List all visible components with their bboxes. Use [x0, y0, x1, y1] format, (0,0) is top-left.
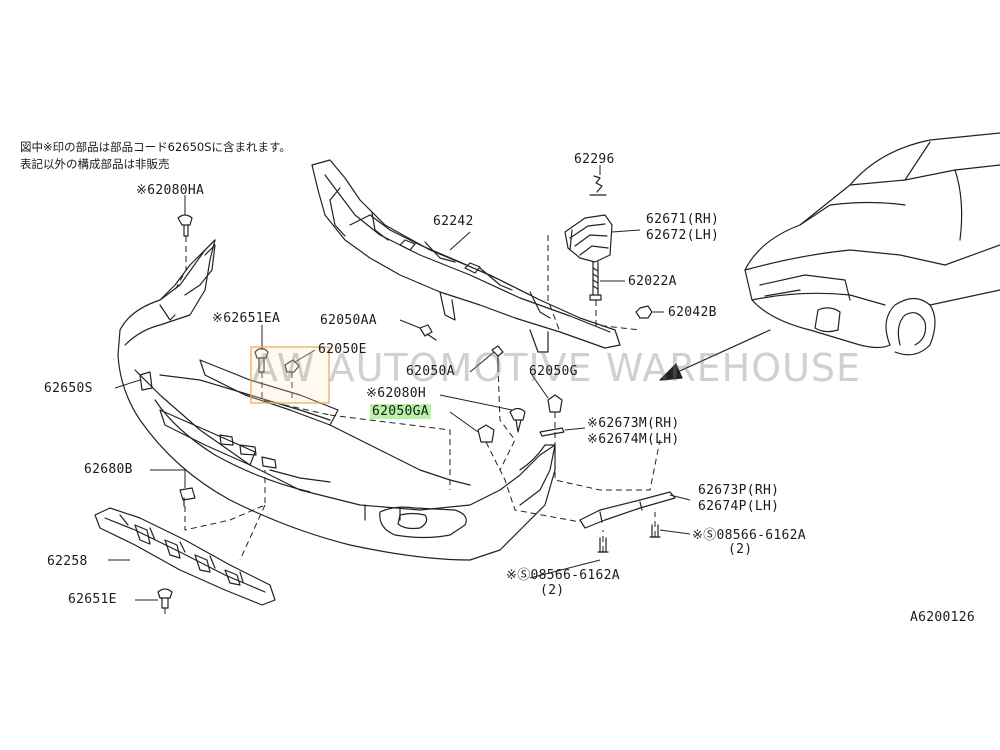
label-62080HA[interactable]: ※62080HA	[136, 183, 205, 198]
label-62651E[interactable]: 62651E	[68, 592, 117, 607]
watermark-mark: AW	[252, 346, 316, 390]
label-62050GA-highlighted[interactable]: 62050GA	[370, 404, 431, 419]
note-not-sold-separately: 表記以外の構成部品は非販売	[20, 157, 170, 171]
watermark-text: AUTOMOTIVE WAREHOUSE	[328, 346, 862, 390]
label-62080H[interactable]: ※62080H	[366, 386, 426, 401]
label-62258[interactable]: 62258	[47, 554, 88, 569]
label-62242[interactable]: 62242	[433, 214, 474, 229]
label-62672[interactable]: 62672(LH)	[646, 228, 720, 243]
label-62674M[interactable]: ※62674M(LH)	[587, 432, 680, 447]
label-62050E[interactable]: 62050E	[318, 342, 367, 357]
bracket-62671	[564, 175, 653, 319]
label-62673P[interactable]: 62673P(RH)	[698, 483, 780, 498]
bumper-cover-62650S	[117, 239, 556, 561]
label-08566-6162A-right[interactable]: ※Ⓢ08566-6162A	[692, 528, 806, 543]
watermark-logo-box	[250, 346, 330, 404]
label-62674P[interactable]: 62674P(LH)	[698, 499, 780, 514]
label-62050AA[interactable]: 62050AA	[320, 313, 377, 328]
label-62022A[interactable]: 62022A	[628, 274, 677, 289]
label-62050A[interactable]: 62050A	[406, 364, 455, 379]
undercover-62258	[94, 507, 276, 606]
label-62651EA[interactable]: ※62651EA	[212, 311, 281, 326]
watermark: AW AUTOMOTIVE WAREHOUSE	[252, 346, 861, 390]
note-included-parts: 図中※印の部品は部品コード62650Sに含まれます。	[20, 140, 291, 154]
diagram-code: A6200126	[910, 610, 976, 625]
label-62680B[interactable]: 62680B	[84, 462, 133, 477]
reinforcement-62242	[311, 159, 621, 353]
label-08566-qty-bottom: (2)	[540, 583, 565, 598]
label-08566-qty-right: (2)	[728, 542, 753, 557]
label-62673M[interactable]: ※62673M(RH)	[587, 416, 680, 431]
label-62042B[interactable]: 62042B	[668, 305, 717, 320]
label-62671[interactable]: 62671(RH)	[646, 212, 720, 227]
label-08566-6162A-bottom[interactable]: ※Ⓢ08566-6162A	[506, 568, 620, 583]
label-62050G[interactable]: 62050G	[529, 364, 578, 379]
car-outline	[744, 132, 1000, 356]
label-62296[interactable]: 62296	[574, 152, 615, 167]
label-62650S[interactable]: 62650S	[44, 381, 93, 396]
